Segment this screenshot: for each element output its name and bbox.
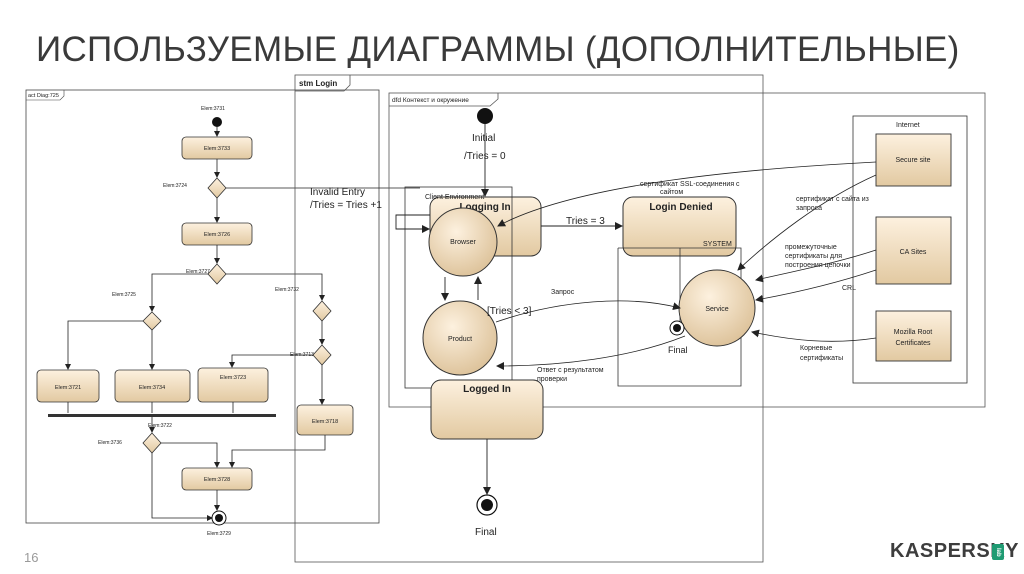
activity-initial-node [212,117,222,127]
page-number: 16 [24,550,39,565]
stm-initial-label: Initial [472,133,495,144]
system-boundary [617,247,742,387]
flow-intermediate-label-2: сертификаты для [785,253,842,260]
state-logging-in-label: Logging In [459,202,510,213]
elem-3736-label: Elem:3736 [98,440,122,446]
decision-3736 [142,432,162,454]
flow-response-label-2: проверки [537,376,567,383]
entity-ca-sites-label: CA Sites [900,249,927,256]
stm-tries-lt3-label: [Tries < 3] [487,306,532,317]
flow-ssl-cert-label-2: сайтом [660,188,683,196]
state-login-denied [622,196,737,257]
action-3726-label: Elem:3726 [204,232,230,238]
decision-3724 [207,177,227,199]
stm-final-small-label: Final [668,345,688,355]
internet-boundary [852,115,968,384]
process-product [422,300,498,376]
entity-secure-site [875,133,952,187]
join-bar [48,414,276,417]
process-browser [428,207,498,277]
process-product-label: Product [448,336,472,343]
stm-diagram: stm Login [294,74,764,563]
decision-3713 [312,344,332,366]
flow-site-cert-label-2: запроса [796,205,822,212]
elem-3732-label: Elem:3732 [275,287,299,293]
flow-root-label-2: сертификаты [800,355,843,362]
action-3721-label: Elem:3721 [55,385,81,391]
flow-crl-label: CRL [842,285,856,292]
activity-frame-label: act Diag:725 [28,93,59,99]
process-browser-label: Browser [450,239,476,246]
flow-site-cert-label-1: сертификат с сайта из [796,195,869,203]
entity-ca-sites [875,216,952,285]
kaspersky-logo: KASPERSKY [890,540,1019,562]
process-service-label: Service [705,306,728,313]
flow-ssl-cert-label-1: сертификат SSL-соединения с [640,181,740,188]
decision-3727 [207,263,227,285]
decision-3732 [312,300,332,322]
elem-3722-label: Elem:3722 [148,423,172,429]
action-3723 [197,367,269,403]
stm-final-label: Final [475,527,497,538]
entity-secure-site-label: Secure site [895,157,930,164]
action-3734 [114,369,191,403]
stm-frame [294,74,764,563]
system-label: SYSTEM [703,241,732,248]
internet-label: Internet [896,122,920,129]
flow-response-label-1: Ответ с результатом [537,367,604,374]
slide-title: ИСПОЛЬЗУЕМЫЕ ДИАГРАММЫ (ДОПОЛНИТЕЛЬНЫЕ) [36,30,960,69]
action-3723-label: Elem:3723 [220,375,246,381]
stm-frame-label: stm Login [299,79,337,88]
decision-3725 [142,311,162,331]
action-3734-label: Elem:3734 [139,385,165,391]
entity-mozilla-root-label-1: Mozilla Root [894,329,933,336]
elem-3729-label: Elem:3729 [207,531,231,537]
entity-mozilla-root-label-2: Certificates [895,340,931,347]
elem-3727-label: Elem:3727 [186,269,210,275]
stm-tries-inc-label: /Tries = Tries +1 [310,200,382,211]
dfd-frame-label: dfd Контекст и окружение [392,97,469,104]
dfd-frame [388,92,986,408]
action-3733-label: Elem:3733 [204,146,230,152]
activity-diagram: act Diag:725 Elem:3731 Elem:3733 Elem:37… [25,89,420,537]
flow-request-label: Запрос [551,289,575,296]
state-logged-in-label: Logged In [463,384,511,395]
stm-initial-node [477,108,493,124]
flow-root-label-1: Корневые [800,345,832,352]
activity-frame [25,89,380,524]
entity-mozilla-root [875,310,952,362]
elem-3725-label: Elem:3725 [112,292,136,298]
kaspersky-lab-badge: lab [992,544,1004,560]
dfd-diagram: dfd Контекст и окружение [388,92,986,408]
stm-tries3-label: Tries = 3 [566,216,605,227]
action-3718-label: Elem:3718 [312,419,338,425]
flow-intermediate-label-3: построения цепочки [785,262,851,269]
state-login-denied-label: Login Denied [649,202,712,213]
action-3728-label: Elem:3728 [204,477,230,483]
client-environment-label: Client Environment [425,194,484,201]
flow-intermediate-label-1: промежуточные [785,244,837,251]
elem-3731-label: Elem:3731 [201,106,225,112]
elem-3724-label: Elem:3724 [163,183,187,189]
stm-invalid-entry-label: Invalid Entry [310,187,365,198]
